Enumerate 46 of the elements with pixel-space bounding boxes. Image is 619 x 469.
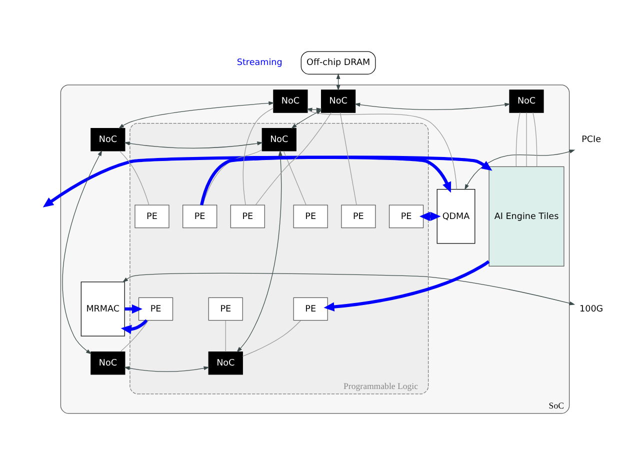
- arrow: [122, 272, 576, 305]
- node-box: PE: [341, 204, 376, 228]
- arrow: [200, 155, 492, 205]
- node-box: PE: [138, 296, 174, 320]
- arrow: [118, 100, 274, 128]
- node-box: NoC: [90, 350, 126, 374]
- node-box: PE: [293, 296, 328, 320]
- node-box: PE: [388, 204, 424, 228]
- node-box: Off-chip DRAM: [300, 50, 376, 74]
- connector: [119, 150, 150, 205]
- node-box: NoC: [90, 128, 126, 151]
- node-box: PE: [208, 296, 243, 320]
- node-box: NoC: [509, 89, 544, 112]
- node-box: PE: [230, 204, 265, 228]
- arrow: [464, 149, 576, 190]
- connector: [120, 320, 149, 352]
- node-box: MRMAC: [80, 281, 125, 336]
- node-text: 100G: [580, 304, 604, 314]
- label: Streaming: [236, 58, 282, 68]
- node-box: NoC: [208, 350, 243, 374]
- connector: [255, 112, 332, 205]
- node-box: PE: [293, 204, 328, 228]
- connector: [340, 112, 357, 205]
- arrow: [324, 260, 490, 311]
- node-box: AI Engine Tiles: [488, 166, 564, 266]
- connector: [516, 112, 520, 166]
- arrow: [120, 318, 148, 334]
- connector: [242, 320, 302, 356]
- node-box: QDMA: [436, 188, 476, 244]
- arrow: [124, 140, 263, 148]
- node-box: PE: [182, 204, 218, 228]
- node-text: PCIe: [582, 134, 602, 144]
- connector: [526, 112, 527, 166]
- connector: [283, 150, 306, 205]
- connector: [242, 107, 274, 205]
- arrow: [62, 150, 102, 354]
- arrow: [124, 366, 210, 372]
- connector: [225, 320, 226, 352]
- arrow: [42, 155, 452, 207]
- connector: [532, 112, 538, 166]
- node-box: NoC: [262, 128, 296, 151]
- node-box: NoC: [320, 89, 356, 112]
- arrow: [354, 102, 510, 110]
- arrow: [236, 150, 282, 352]
- node-box: PE: [134, 204, 170, 228]
- node-box: NoC: [273, 89, 308, 112]
